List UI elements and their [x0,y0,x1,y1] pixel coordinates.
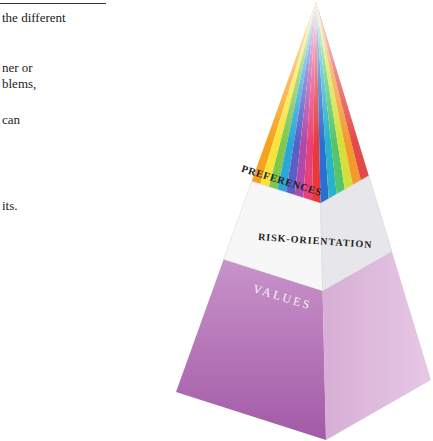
band-label: PREFERENCES [240,163,323,198]
text-fragment: ner or [2,60,33,76]
text-fragment: blems, [2,76,36,92]
text-fragment: can [2,112,20,128]
band-label: RISK-ORIENTATION [257,231,372,250]
text-fragment: the different [2,10,66,26]
text-fragment: its. [2,198,18,214]
band-face [323,252,431,441]
band-face [176,259,326,440]
risk-orientation-band: RISK-ORIENTATION [255,228,374,251]
band-label: VALUES [251,281,314,313]
values-band: VALUES [248,278,316,315]
values-band [176,252,431,441]
rule-line [0,3,106,4]
preferences-band: PREFERENCES [238,160,326,200]
